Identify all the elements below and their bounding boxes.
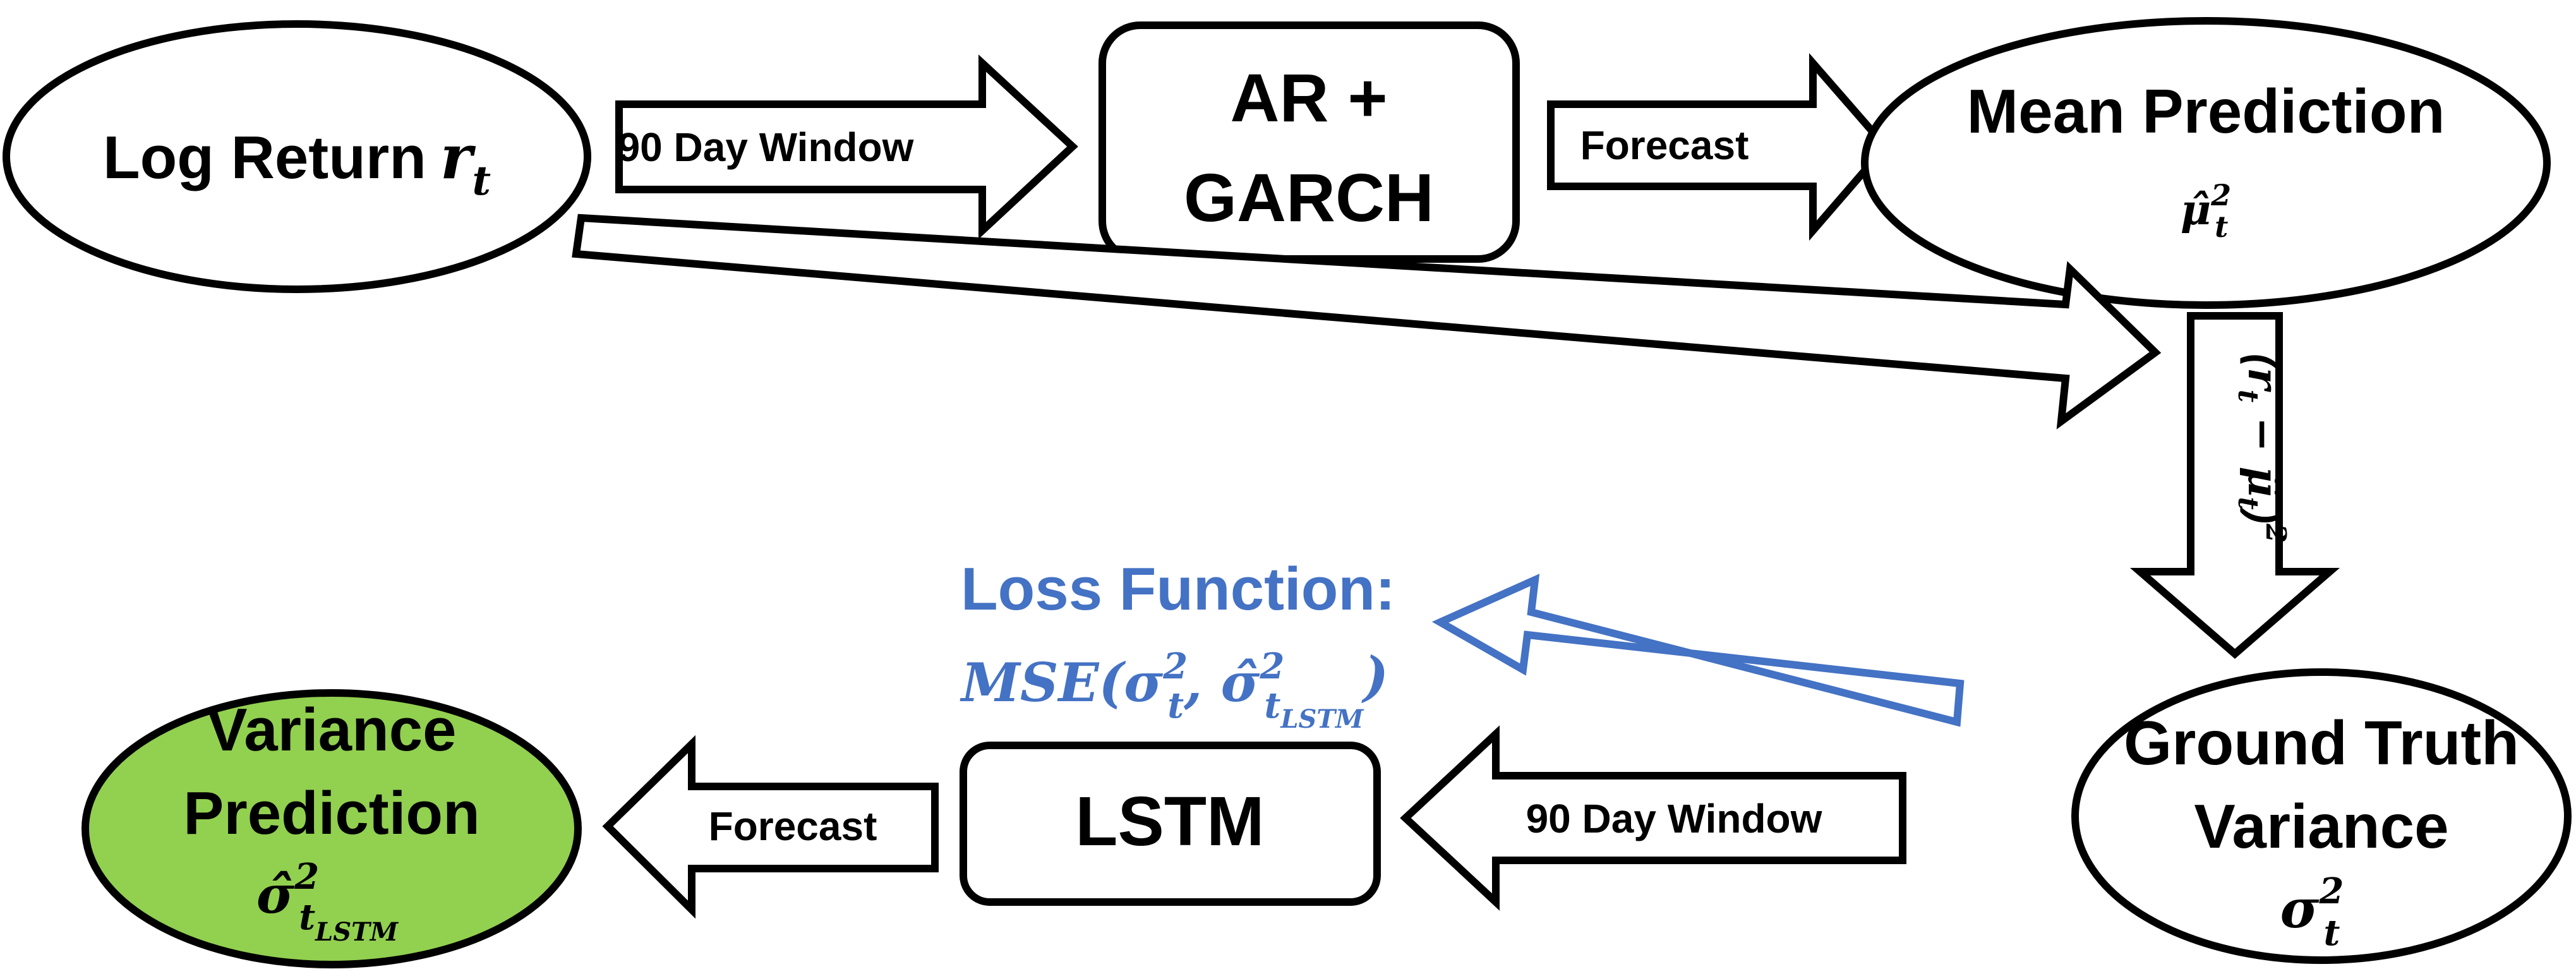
log-return-symbol: r (440, 121, 476, 193)
diagonal-arrow (572, 214, 2162, 430)
log-return-subscript: t (472, 157, 491, 205)
ground-truth-line1: Ground Truth (2124, 708, 2519, 778)
ground-truth-symbol: σ (2280, 877, 2320, 940)
svg-text:μ̂2t: μ̂2t (2181, 178, 2231, 244)
mean-prediction-superscript: 2 (2210, 178, 2231, 212)
mean-prediction-symbol: μ̂ (2181, 185, 2211, 234)
window-arrow-top-label: 90 Day Window (618, 124, 914, 170)
lstm-label: LSTM (1075, 783, 1264, 860)
lstm-node: LSTM (960, 742, 1381, 906)
forecast-arrow-top-label: Forecast (1580, 123, 1749, 168)
ar-garch-node: AR + GARCH (1098, 21, 1520, 263)
window-arrow-top: 90 Day Window (615, 54, 1078, 239)
variance-prediction-line2: Prediction (183, 779, 479, 847)
ground-truth-subscript: t (2323, 912, 2340, 954)
variance-prediction-superscript: 2 (294, 856, 319, 898)
loss-function-title: Loss Function: (961, 555, 1395, 623)
variance-prediction-subsubscript: LSTM (315, 917, 399, 947)
forecast-arrow-bottom: Forecast (602, 735, 939, 919)
ar-garch-line2: GARCH (1184, 159, 1434, 236)
ground-truth-line2: Variance (2194, 791, 2448, 861)
variance-prediction-symbol: σ̂ (256, 865, 295, 925)
mean-prediction-label: Mean Prediction (1967, 76, 2445, 146)
variance-prediction-line1: Variance (207, 696, 457, 764)
ar-garch-line1: AR + (1230, 59, 1387, 136)
variance-prediction-subscript: t (299, 896, 315, 938)
window-arrow-bottom-label: 90 Day Window (1526, 796, 1822, 841)
ground-truth-superscript: 2 (2318, 870, 2344, 912)
log-return-label: Log Return (103, 124, 426, 191)
mean-prediction-subscript: t (2215, 210, 2228, 244)
forecast-arrow-top: Forecast (1547, 52, 1891, 241)
svg-text:σ2t: σ2t (2280, 870, 2344, 954)
residual-arrow: (rt − μ̂t)2 (2129, 312, 2340, 659)
residual-arrow-label: (rt − μ̂t)2 (2232, 354, 2292, 543)
loss-arrow (1431, 574, 1965, 727)
window-arrow-bottom: 90 Day Window (1400, 725, 1906, 911)
forecast-arrow-bottom-label: Forecast (709, 803, 877, 849)
